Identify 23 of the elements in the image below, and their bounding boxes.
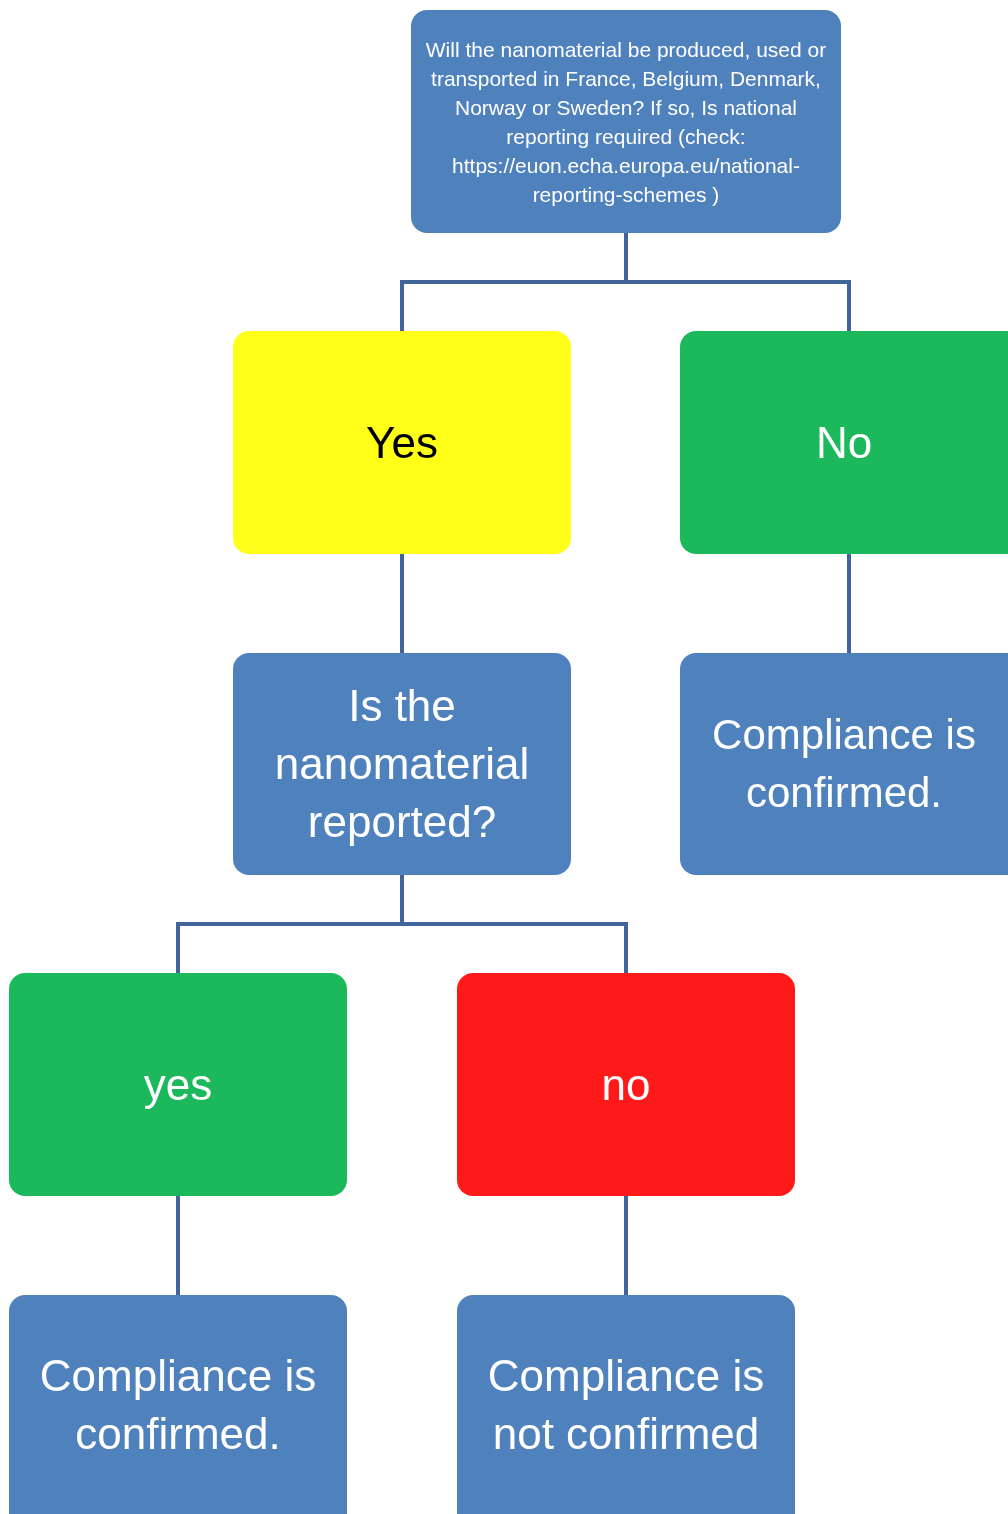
box-text: Yes [366,416,438,469]
box-text: yes [143,1058,213,1111]
result-box [680,653,1008,875]
answer-box [9,973,347,1196]
box-text: Will the nanomaterial be produced, used or transported in France, Belgium, Denmark, Norway or Sweden? If so, Is national reporting required (check: https://euon.echa.europa.eu/national-reporting-schemes ) [424,36,828,208]
result-box [9,1295,347,1514]
answer-box [680,331,1008,554]
connector-line [847,554,851,653]
box-text: no [601,1058,651,1111]
result-box [457,1295,795,1514]
connector-line [400,554,404,653]
box-text: Is the nanomaterial reported? [273,680,531,848]
connector-line [176,1196,180,1295]
answer-box [457,973,795,1196]
connector-line [400,875,628,973]
answer-box [233,331,571,554]
question-box [411,10,841,233]
connector-line [624,1196,628,1295]
box-text: Compliance is confirmed. [38,1349,318,1460]
box-text: Compliance is confirmed. [711,710,977,818]
box-text: No [815,416,873,469]
question-box [233,653,571,875]
box-text: Compliance is not confirmed [486,1349,766,1460]
